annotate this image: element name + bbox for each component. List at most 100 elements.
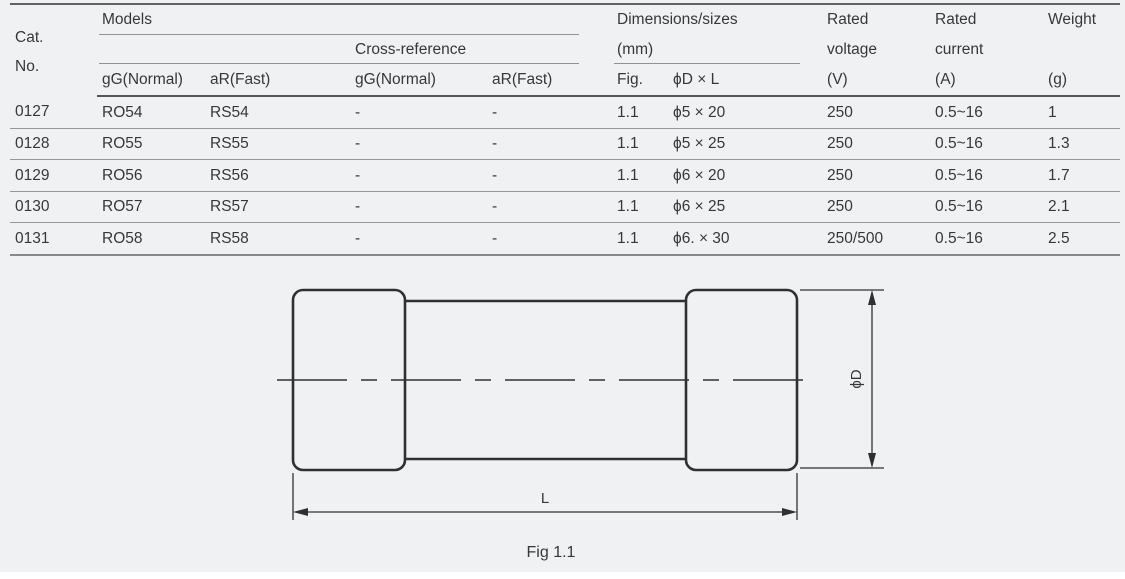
cell-fig: 1.1 [612, 128, 669, 160]
header-dimensions-line1: Dimensions/sizes [617, 11, 738, 28]
cell-model-gg: RO58 [97, 222, 205, 256]
cell-model-ar: RS54 [205, 96, 350, 129]
cell-current: 0.5~16 [930, 191, 1044, 223]
arrow-up-icon [868, 290, 876, 305]
cell-crossref-gg: - [350, 128, 487, 160]
diameter-dimension: ϕD [800, 289, 884, 469]
cell-model-ar: RS55 [205, 128, 350, 160]
cell-d-x-l: ϕ6 × 25 [668, 191, 823, 223]
cell-voltage: 250 [822, 191, 931, 223]
cell-cat-no: 0130 [10, 191, 97, 223]
cell-crossref-ar: - [487, 128, 613, 160]
cell-current: 0.5~16 [930, 159, 1044, 192]
fuse-spec-table: Cat. No. Models Dimensions/sizes Rated R… [10, 3, 1121, 256]
cell-crossref-ar: - [487, 191, 613, 223]
subheader-voltage-unit: (V) [822, 64, 931, 97]
cell-model-ar: RS58 [205, 222, 350, 256]
cell-cat-no: 0129 [10, 159, 97, 192]
figure-caption: Fig 1.1 [527, 544, 576, 561]
table-row: 0131 RO58 RS58 - - 1.1 ϕ6. × 30 250/500 … [10, 222, 1121, 256]
header-models-label: Models [102, 11, 152, 28]
header-cross-reference-label: Cross-reference [355, 40, 467, 58]
subheader-gg-normal-1: gG(Normal) [97, 64, 205, 97]
subheader-current-unit: (A) [930, 64, 1044, 97]
right-end-cap [684, 288, 799, 472]
table-header: Cat. No. Models Dimensions/sizes Rated R… [10, 4, 1121, 97]
cell-cat-no: 0128 [10, 128, 97, 160]
cell-fig: 1.1 [612, 96, 669, 129]
table-row: 0130 RO57 RS57 - - 1.1 ϕ6 × 25 250 0.5~1… [10, 191, 1121, 223]
header-rated-current-line2: current [935, 40, 984, 58]
header-weight-spacer [1043, 35, 1120, 64]
header-dimensions: Dimensions/sizes [612, 4, 822, 35]
cell-crossref-gg: - [350, 96, 487, 129]
cell-fig: 1.1 [612, 191, 669, 223]
header-dimensions-unit: (mm) [612, 35, 822, 64]
header-rated-voltage-line1: Rated [827, 11, 869, 28]
arrow-left-icon [293, 508, 308, 516]
cell-model-gg: RO56 [97, 159, 205, 192]
cell-cat-no: 0127 [10, 96, 97, 129]
arrow-right-icon [782, 508, 797, 516]
cell-fig: 1.1 [612, 222, 669, 256]
left-end-cap [291, 288, 407, 472]
subheader-ar-fast-2: aR(Fast) [487, 64, 613, 97]
table-row: 0127 RO54 RS54 - - 1.1 ϕ5 × 20 250 0.5~1… [10, 96, 1121, 129]
header-rated-voltage-line2: voltage [827, 40, 878, 58]
cell-voltage: 250 [822, 128, 931, 160]
header-row-1: Cat. No. Models Dimensions/sizes Rated R… [10, 4, 1120, 75]
cell-crossref-ar: - [487, 159, 613, 192]
cell-d-x-l: ϕ5 × 25 [668, 128, 823, 160]
header-cat-line1: Cat. [15, 28, 44, 46]
cell-fig: 1.1 [612, 159, 669, 192]
cell-voltage: 250 [822, 159, 931, 192]
cell-crossref-gg: - [350, 222, 487, 256]
header-models-group: Models [97, 4, 612, 35]
models-underline [99, 34, 579, 35]
cell-current: 0.5~16 [930, 128, 1044, 160]
cell-weight: 2.5 [1043, 222, 1121, 256]
diameter-label: ϕD [848, 369, 865, 388]
table-row: 0128 RO55 RS55 - - 1.1 ϕ5 × 25 250 0.5~1… [10, 128, 1121, 160]
table-row: 0129 RO56 RS56 - - 1.1 ϕ6 × 20 250 0.5~1… [10, 159, 1121, 192]
cell-voltage: 250 [822, 96, 931, 129]
cell-current: 0.5~16 [930, 222, 1044, 256]
cell-d-x-l: ϕ5 × 20 [668, 96, 823, 129]
cell-model-gg: RO57 [97, 191, 205, 223]
header-row-2: Cross-reference (mm) voltage current [10, 35, 1120, 64]
header-cat-no: Cat. No. [10, 4, 97, 96]
length-label: L [541, 490, 549, 507]
cell-crossref-ar: - [487, 222, 613, 256]
cell-model-ar: RS57 [205, 191, 350, 223]
cell-crossref-ar: - [487, 96, 613, 129]
subheader-fig: Fig. [612, 64, 669, 97]
cell-cat-no: 0131 [10, 222, 97, 256]
bottom-white-strip [0, 572, 1125, 579]
cell-weight: 1.3 [1043, 128, 1121, 160]
header-weight: Weight [1048, 11, 1097, 28]
subheader-gg-normal-2: gG(Normal) [350, 64, 487, 97]
subheader-ar-fast-1: aR(Fast) [205, 64, 350, 97]
mm-underline [614, 63, 801, 64]
cell-model-ar: RS56 [205, 159, 350, 192]
cell-crossref-gg: - [350, 191, 487, 223]
cell-weight: 1 [1043, 96, 1121, 129]
cell-crossref-gg: - [350, 159, 487, 192]
arrow-down-icon [868, 453, 876, 468]
cell-current: 0.5~16 [930, 96, 1044, 129]
length-dimension: L [292, 473, 798, 520]
subheader-d-x-l: ϕD × L [668, 64, 823, 97]
cell-d-x-l: ϕ6. × 30 [668, 222, 823, 256]
header-rated-current-line1: Rated [935, 11, 977, 28]
header-row-3: gG(Normal) aR(Fast) gG(Normal) aR(Fast) … [10, 64, 1121, 97]
header-cat-line2: No. [15, 57, 40, 75]
cell-voltage: 250/500 [822, 222, 931, 256]
header-cross-reference-group: Cross-reference [97, 35, 612, 64]
cell-weight: 1.7 [1043, 159, 1121, 192]
table-body: 0127 RO54 RS54 - - 1.1 ϕ5 × 20 250 0.5~1… [10, 96, 1121, 256]
header-dimensions-line2: (mm) [617, 40, 654, 58]
subheader-weight-unit: (g) [1043, 64, 1121, 97]
cell-d-x-l: ϕ6 × 20 [668, 159, 823, 192]
cell-weight: 2.1 [1043, 191, 1121, 223]
fuse-diagram: ϕD L Fig 1.1 [277, 288, 884, 561]
